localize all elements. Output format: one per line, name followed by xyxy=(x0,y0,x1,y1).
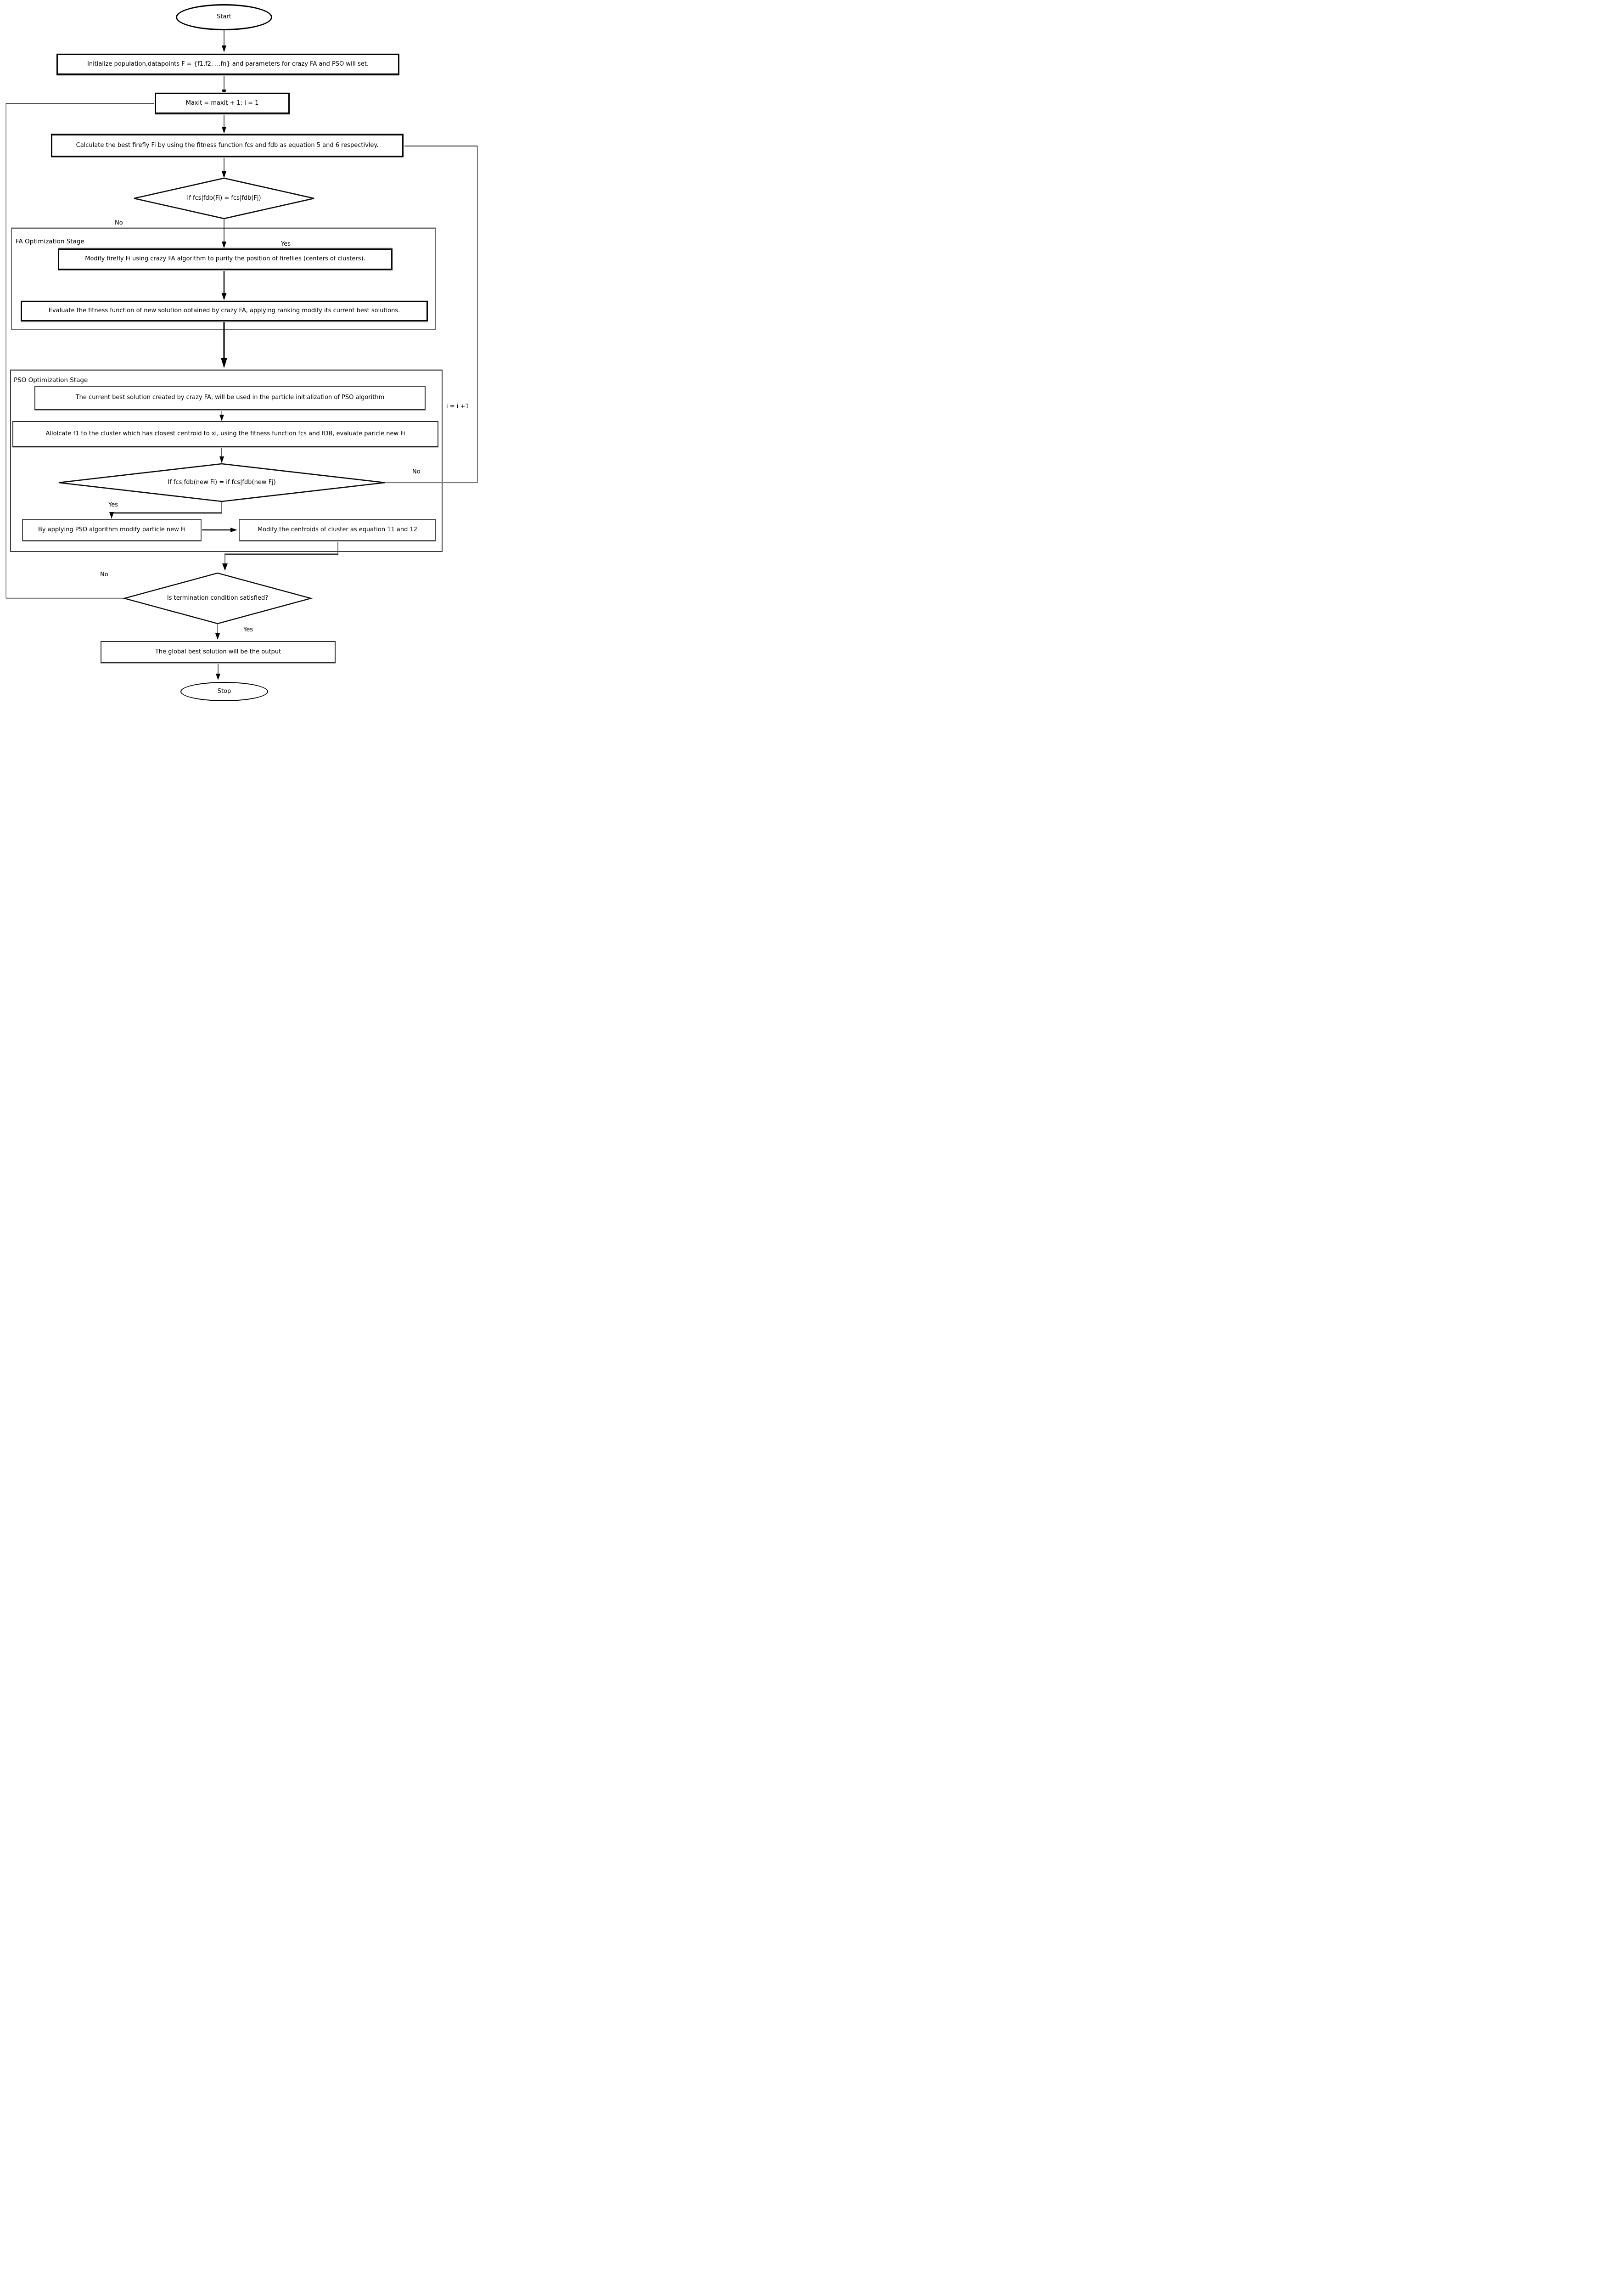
maxit-process-box: Maxit = maxit + 1; i = 1 xyxy=(155,93,290,114)
initialize-label: Initialize population,datapoints F = {f1… xyxy=(87,60,369,68)
edge-label-no-new-fitness: No xyxy=(412,468,421,475)
modify-centroids-label: Modify the centroids of cluster as equat… xyxy=(257,526,418,533)
stop-label: Stop xyxy=(217,687,231,695)
edge-label-increment: i = i +1 xyxy=(446,403,469,410)
fa-stage-label: FA Optimization Stage xyxy=(16,238,84,245)
global-best-output-box: The global best solution will be the out… xyxy=(101,641,336,663)
current-best-solution-box: The current best solution created by cra… xyxy=(34,386,426,410)
global-best-label: The global best solution will be the out… xyxy=(155,648,281,655)
calculate-label: Calculate the best firefly Fi by using t… xyxy=(76,141,379,149)
pso-stage-label: PSO Optimization Stage xyxy=(14,377,88,384)
evaluate-fitness-label: Evaluate the fitness function of new sol… xyxy=(48,307,400,315)
decision-termination-label: Is termination condition satisfied? xyxy=(167,595,269,602)
modify-firefly-box: Modify firefly Fi using crazy FA algorit… xyxy=(58,248,393,270)
maxit-label: Maxit = maxit + 1; i = 1 xyxy=(185,99,259,107)
pso-stage-container xyxy=(10,370,443,552)
pso-modify-label: By applying PSO algorithm modify particl… xyxy=(38,526,186,533)
calculate-best-firefly-box: Calculate the best firefly Fi by using t… xyxy=(51,134,404,157)
allocate-cluster-box: Allolcate f1 to the cluster which has cl… xyxy=(12,421,438,447)
edge-label-yes-new-fitness: Yes xyxy=(108,501,118,508)
stop-terminator: Stop xyxy=(180,682,268,701)
pso-modify-particle-box: By applying PSO algorithm modify particl… xyxy=(22,519,202,541)
current-best-label: The current best solution created by cra… xyxy=(75,394,385,401)
decision-new-fitness-label: If fcs|fdb(new Fi) = if fcs|fdb(new Fj) xyxy=(168,479,276,486)
initialize-process-box: Initialize population,datapoints F = {f1… xyxy=(56,54,399,75)
modify-firefly-label: Modify firefly Fi using crazy FA algorit… xyxy=(85,255,365,263)
edge-label-yes-fitness: Yes xyxy=(281,241,291,248)
evaluate-fitness-box: Evaluate the fitness function of new sol… xyxy=(21,301,428,321)
edge-label-no-fitness: No xyxy=(115,219,123,226)
allocate-label: Allolcate f1 to the cluster which has cl… xyxy=(45,430,405,437)
modify-centroids-box: Modify the centroids of cluster as equat… xyxy=(239,519,436,541)
start-terminator: Start xyxy=(176,4,272,30)
edge-label-no-termination: No xyxy=(100,571,108,578)
start-label: Start xyxy=(217,13,231,21)
decision-fitness-label: If fcs|fdb(Fi) = fcs|fdb(Fj) xyxy=(187,195,261,202)
connector-lines xyxy=(6,30,478,680)
edge-label-yes-termination: Yes xyxy=(243,626,253,633)
flowchart-canvas: FA Optimization Stage PSO Optimization S… xyxy=(0,0,485,703)
